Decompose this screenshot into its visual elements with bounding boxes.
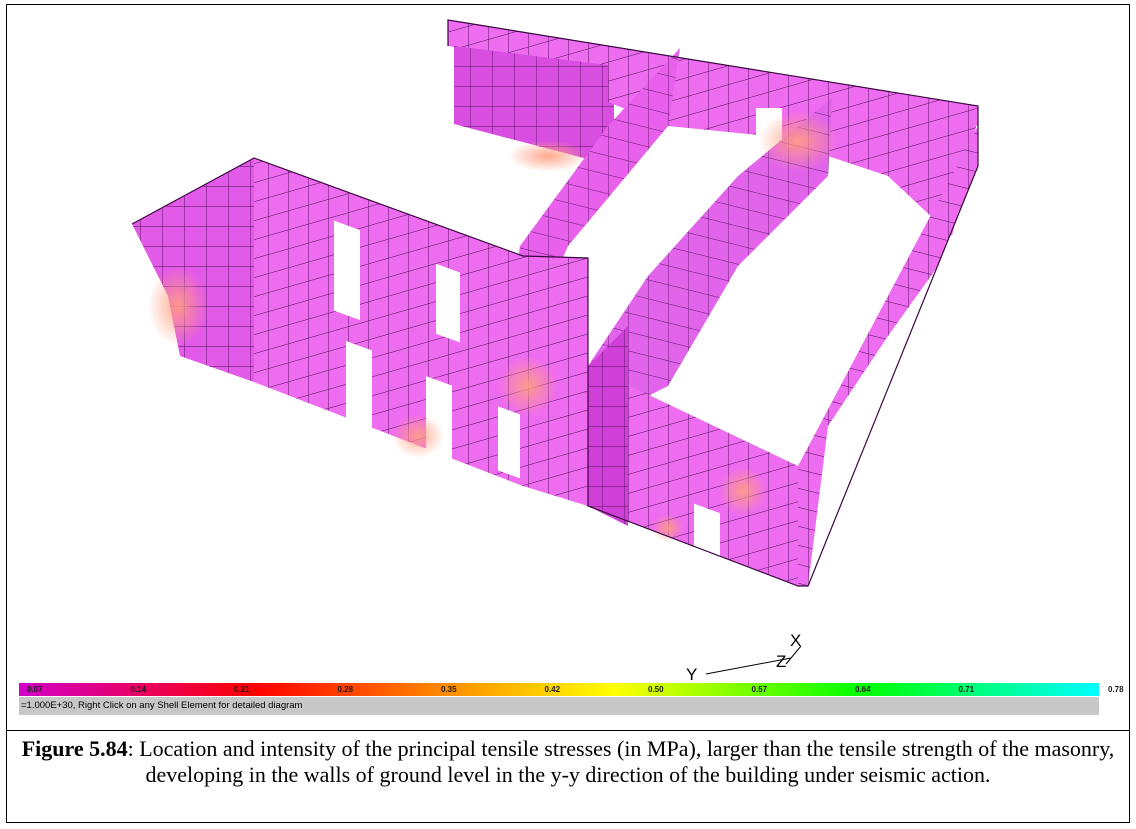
caption-text: : Location and intensity of the principa… <box>127 736 1115 787</box>
legend-label: 0.78 <box>1108 685 1124 694</box>
legend-label: 0.21 <box>234 685 250 694</box>
status-text: =1.000E+30, Right Click on any Shell Ele… <box>21 700 303 711</box>
legend-label: 0.35 <box>441 685 457 694</box>
model-viewport[interactable]: X Z Y <box>8 6 1128 682</box>
legend-label: 0.57 <box>751 685 768 694</box>
window-opening <box>498 406 520 479</box>
axis-label-z: Z <box>776 652 786 671</box>
axis-label-x: X <box>790 631 801 650</box>
caption-divider <box>6 730 1130 731</box>
stress-legend-bar <box>19 683 1099 696</box>
door-opening <box>694 503 720 608</box>
status-bar: =1.000E+30, Right Click on any Shell Ele… <box>19 697 1099 715</box>
legend-label: 0.42 <box>544 685 561 694</box>
axis-label-y: Y <box>686 665 697 682</box>
window-opening <box>346 341 372 429</box>
axis-triad: X Z Y <box>686 631 802 682</box>
legend-label: 0.07 <box>27 685 43 694</box>
building-mesh <box>131 19 979 608</box>
legend-label: 0.28 <box>337 685 354 694</box>
caption-label: Figure 5.84 <box>21 736 128 761</box>
legend-label: 0.50 <box>648 685 664 694</box>
legend-label: 0.14 <box>130 685 147 694</box>
figure-caption: Figure 5.84: Location and intensity of t… <box>12 736 1124 788</box>
legend-label: 0.64 <box>855 685 871 694</box>
window-opening <box>334 220 360 321</box>
window-opening <box>436 263 460 343</box>
figure-frame <box>6 4 1130 823</box>
legend-label: 0.71 <box>958 685 975 694</box>
